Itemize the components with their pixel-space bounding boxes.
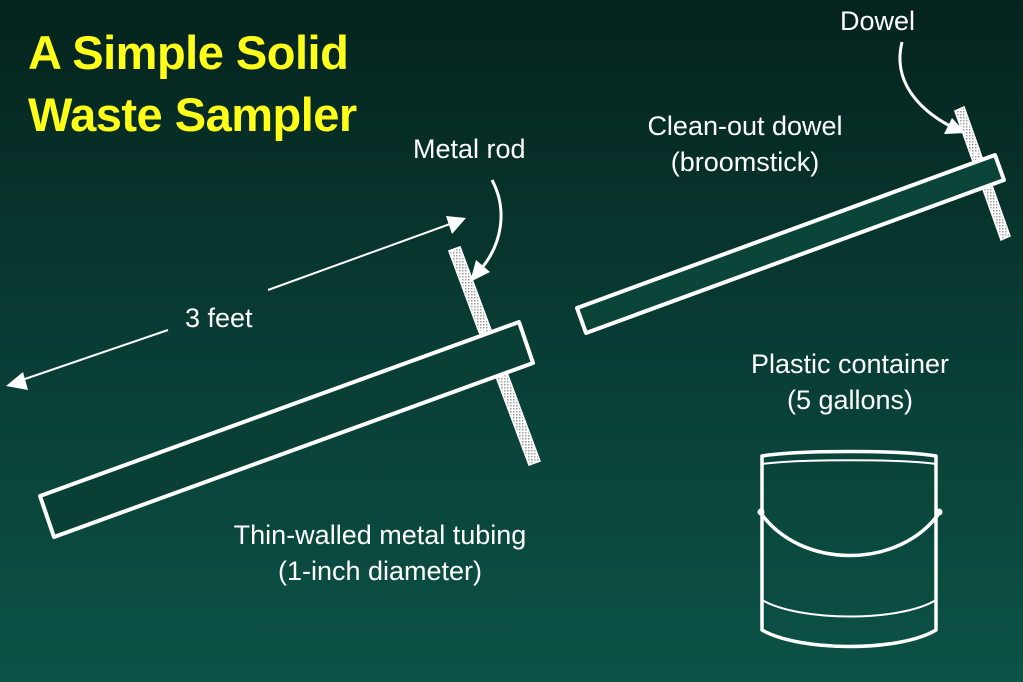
title-line-2: Waste Sampler xyxy=(28,88,357,141)
metal-rod-pointer-arrow xyxy=(478,179,503,271)
sampler-tube xyxy=(38,320,535,539)
dowel-pointer-arrowhead xyxy=(944,118,966,134)
label-cleanout-line-1: Clean-out dowel xyxy=(647,111,843,141)
label-dowel: Dowel xyxy=(840,6,916,36)
label-metal-rod: Metal rod xyxy=(413,134,526,164)
slide-title: A Simple Solid Waste Sampler xyxy=(28,22,357,146)
label-tubing-line-2: (1-inch diameter) xyxy=(277,556,483,586)
dimension-arrowhead-lower xyxy=(6,372,28,390)
label-3-feet: 3 feet xyxy=(185,303,253,333)
dowel-pin-top xyxy=(954,105,981,158)
dowel-pointer-arrow xyxy=(898,41,951,128)
dimension-line-upper xyxy=(267,223,451,291)
metal-rod-top xyxy=(448,246,491,333)
plastic-bucket xyxy=(757,449,943,649)
cleanout-dowel xyxy=(575,153,1006,335)
label-cleanout-line-2: (broomstick) xyxy=(670,147,820,177)
label-metal-tubing: Thin-walled metal tubing (1-inch diamete… xyxy=(200,517,560,589)
label-plastic-container: Plastic container (5 gallons) xyxy=(720,346,980,418)
label-container-line-2: (5 gallons) xyxy=(786,385,914,415)
label-tubing-line-1: Thin-walled metal tubing xyxy=(233,520,527,550)
dimension-line-lower xyxy=(21,329,169,381)
label-cleanout-dowel: Clean-out dowel (broomstick) xyxy=(620,108,870,180)
metal-rod-pointer-arrowhead xyxy=(470,260,490,282)
dimension-arrowhead-upper xyxy=(446,216,466,234)
title-line-1: A Simple Solid xyxy=(28,26,349,79)
label-container-line-1: Plastic container xyxy=(750,349,950,379)
